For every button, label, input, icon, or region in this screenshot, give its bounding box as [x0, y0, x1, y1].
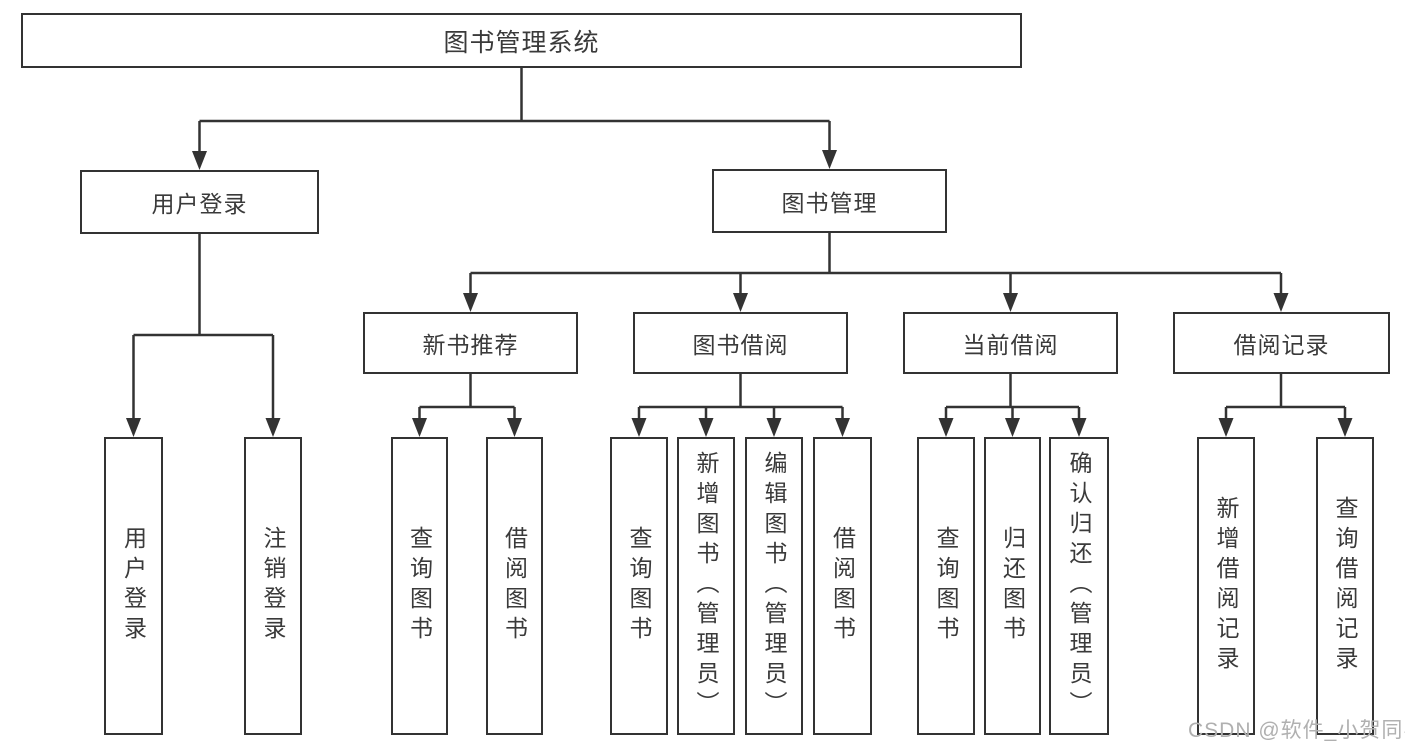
node-borrow-books-recommend-label: 借阅图书: [501, 526, 528, 646]
node-book-management-label: 图书管理: [781, 190, 878, 216]
node-root: 图书管理系统: [21, 13, 1022, 68]
node-confirm-return-admin-label: 确认归还（管理员）: [1066, 451, 1092, 721]
node-new-book-recommendation-label: 新书推荐: [422, 332, 519, 358]
node-return-books-label: 归还图书: [999, 526, 1026, 646]
node-book-management: 图书管理: [712, 169, 947, 233]
node-current-borrowing-label: 当前借阅: [962, 332, 1059, 358]
node-query-borrow-record-label: 查询借阅记录: [1332, 496, 1358, 676]
node-book-borrowing: 图书借阅: [633, 312, 848, 374]
node-confirm-return-admin: 确认归还（管理员）: [1049, 437, 1109, 735]
node-user-login: 用户登录: [80, 170, 319, 234]
node-query-books-borrowing-label: 查询图书: [626, 526, 652, 646]
node-query-books-current-label: 查询图书: [933, 526, 959, 646]
node-borrowing-records: 借阅记录: [1173, 312, 1390, 374]
node-query-borrow-record: 查询借阅记录: [1316, 437, 1374, 735]
node-borrowing-records-label: 借阅记录: [1233, 332, 1330, 358]
node-return-books: 归还图书: [984, 437, 1041, 735]
node-logout: 注销登录: [244, 437, 302, 735]
node-borrow-books-borrowing: 借阅图书: [813, 437, 872, 735]
node-edit-book-admin: 编辑图书（管理员）: [745, 437, 803, 735]
node-borrow-books-borrowing-label: 借阅图书: [829, 526, 856, 646]
node-new-book-recommendation: 新书推荐: [363, 312, 578, 374]
node-add-borrow-record: 新增借阅记录: [1197, 437, 1255, 735]
node-query-books-recommend-label: 查询图书: [406, 526, 433, 646]
node-logout-label: 注销登录: [260, 526, 286, 646]
node-query-books-current: 查询图书: [917, 437, 975, 735]
node-user-login-leaf-label: 用户登录: [120, 526, 147, 646]
node-current-borrowing: 当前借阅: [903, 312, 1118, 374]
node-user-login-label: 用户登录: [151, 191, 248, 217]
node-query-books-recommend: 查询图书: [391, 437, 448, 735]
node-book-borrowing-label: 图书借阅: [692, 332, 789, 358]
node-add-book-admin-label: 新增图书（管理员）: [693, 451, 719, 721]
node-user-login-leaf: 用户登录: [104, 437, 163, 735]
node-root-label: 图书管理系统: [443, 28, 600, 57]
csdn-watermark: CSDN @软件_小贺同学: [1188, 719, 1405, 742]
node-add-book-admin: 新增图书（管理员）: [677, 437, 735, 735]
node-edit-book-admin-label: 编辑图书（管理员）: [761, 451, 787, 721]
node-query-books-borrowing: 查询图书: [610, 437, 668, 735]
node-add-borrow-record-label: 新增借阅记录: [1213, 496, 1239, 676]
node-borrow-books-recommend: 借阅图书: [486, 437, 543, 735]
